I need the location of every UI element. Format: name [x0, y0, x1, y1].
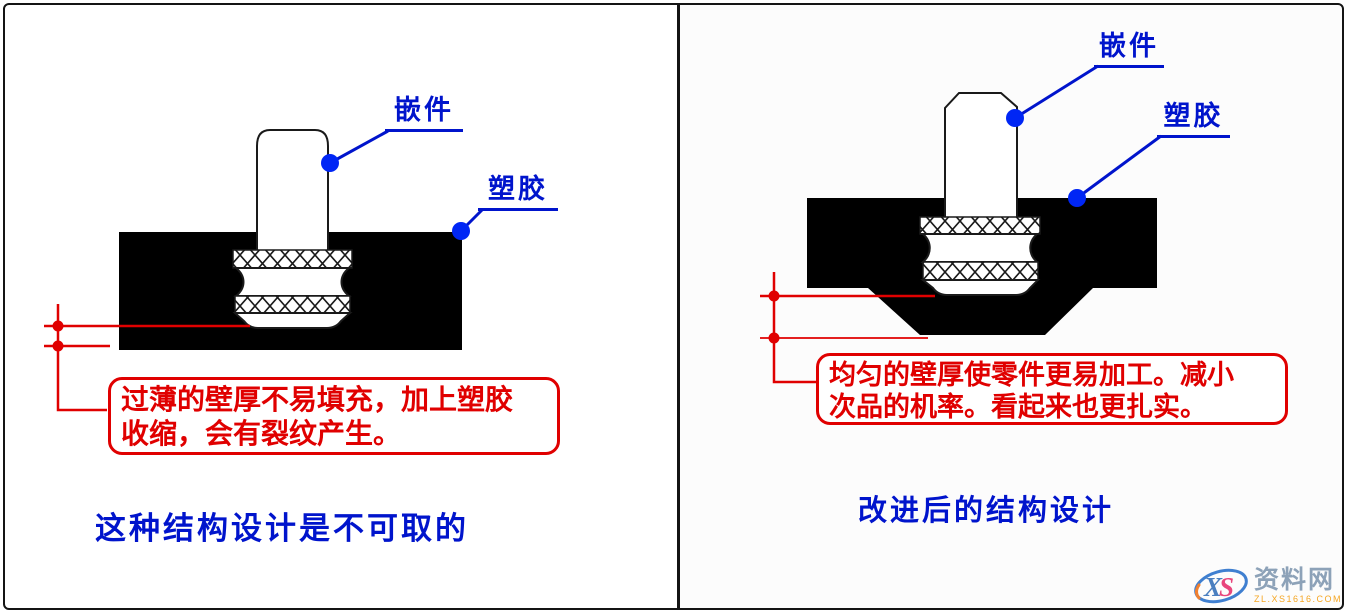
watermark: X S 资料网 ZL.XS1616.COM — [1192, 563, 1342, 609]
left-note-box: 过薄的壁厚不易填充，加上塑胶 收缩，会有裂纹产生。 — [108, 377, 560, 455]
right-insert-knurl-band-2 — [922, 261, 1039, 281]
left-dimension-dot-top — [52, 320, 64, 332]
left-note-line-1: 过薄的壁厚不易填充，加上塑胶 — [121, 384, 514, 415]
right-insert-knurl-band-1 — [919, 216, 1041, 235]
left-insert-base — [232, 312, 353, 329]
right-insert-stem — [944, 92, 1018, 220]
watermark-logo-icon: X S — [1194, 568, 1248, 604]
watermark-site-name: 资料网 — [1253, 566, 1335, 594]
left-caption: 这种结构设计是不可取的 — [95, 511, 469, 546]
left-note-line-2: 收缩，会有裂纹产生。 — [121, 418, 402, 449]
right-caption: 改进后的结构设计 — [858, 495, 1115, 527]
left-dimension-connector — [56, 304, 107, 412]
right-insert-waist — [920, 233, 1040, 263]
right-insert-callout-dot — [1006, 109, 1024, 127]
right-insert-leader-line — [1014, 64, 1099, 120]
right-dimension-dot-bottom — [768, 332, 780, 344]
left-plastic-label: 塑胶 — [478, 174, 558, 211]
left-insert-callout-dot — [321, 154, 339, 172]
watermark-site-url: ZL.XS1616.COM — [1253, 594, 1342, 604]
watermark-text-column: 资料网 ZL.XS1616.COM — [1254, 568, 1342, 604]
right-plastic-callout-dot — [1068, 189, 1086, 207]
panel-divider — [677, 4, 680, 609]
left-plastic-callout-dot — [452, 222, 470, 240]
left-insert-leader-line — [329, 129, 389, 165]
right-note-line-1: 均匀的壁厚使零件更易加工。减小 — [829, 360, 1234, 390]
watermark-logo-x: X — [1203, 572, 1223, 602]
right-note-line-2: 次品的机率。看起来也更扎实。 — [829, 392, 1207, 422]
watermark-logo-s: S — [1219, 572, 1234, 602]
right-diagram — [760, 64, 1162, 384]
left-insert-waist — [233, 267, 352, 297]
right-note-box: 均匀的壁厚使零件更易加工。减小 次品的机率。看起来也更扎实。 — [816, 353, 1288, 425]
left-insert-knurl-band-2 — [234, 295, 351, 314]
right-insert-base — [920, 279, 1041, 296]
left-dimension-dot-bottom — [52, 340, 64, 352]
left-insert-knurl-band-1 — [232, 249, 353, 269]
left-insert-stem — [256, 129, 329, 253]
left-diagram — [44, 129, 485, 412]
right-insert-label: 嵌件 — [1094, 31, 1164, 68]
right-dimension-connector — [772, 272, 816, 384]
left-insert-label: 嵌件 — [385, 95, 463, 132]
right-dimension-dot-top — [768, 290, 780, 302]
right-plastic-leader-line — [1076, 134, 1162, 200]
right-plastic-label: 塑胶 — [1157, 101, 1230, 138]
